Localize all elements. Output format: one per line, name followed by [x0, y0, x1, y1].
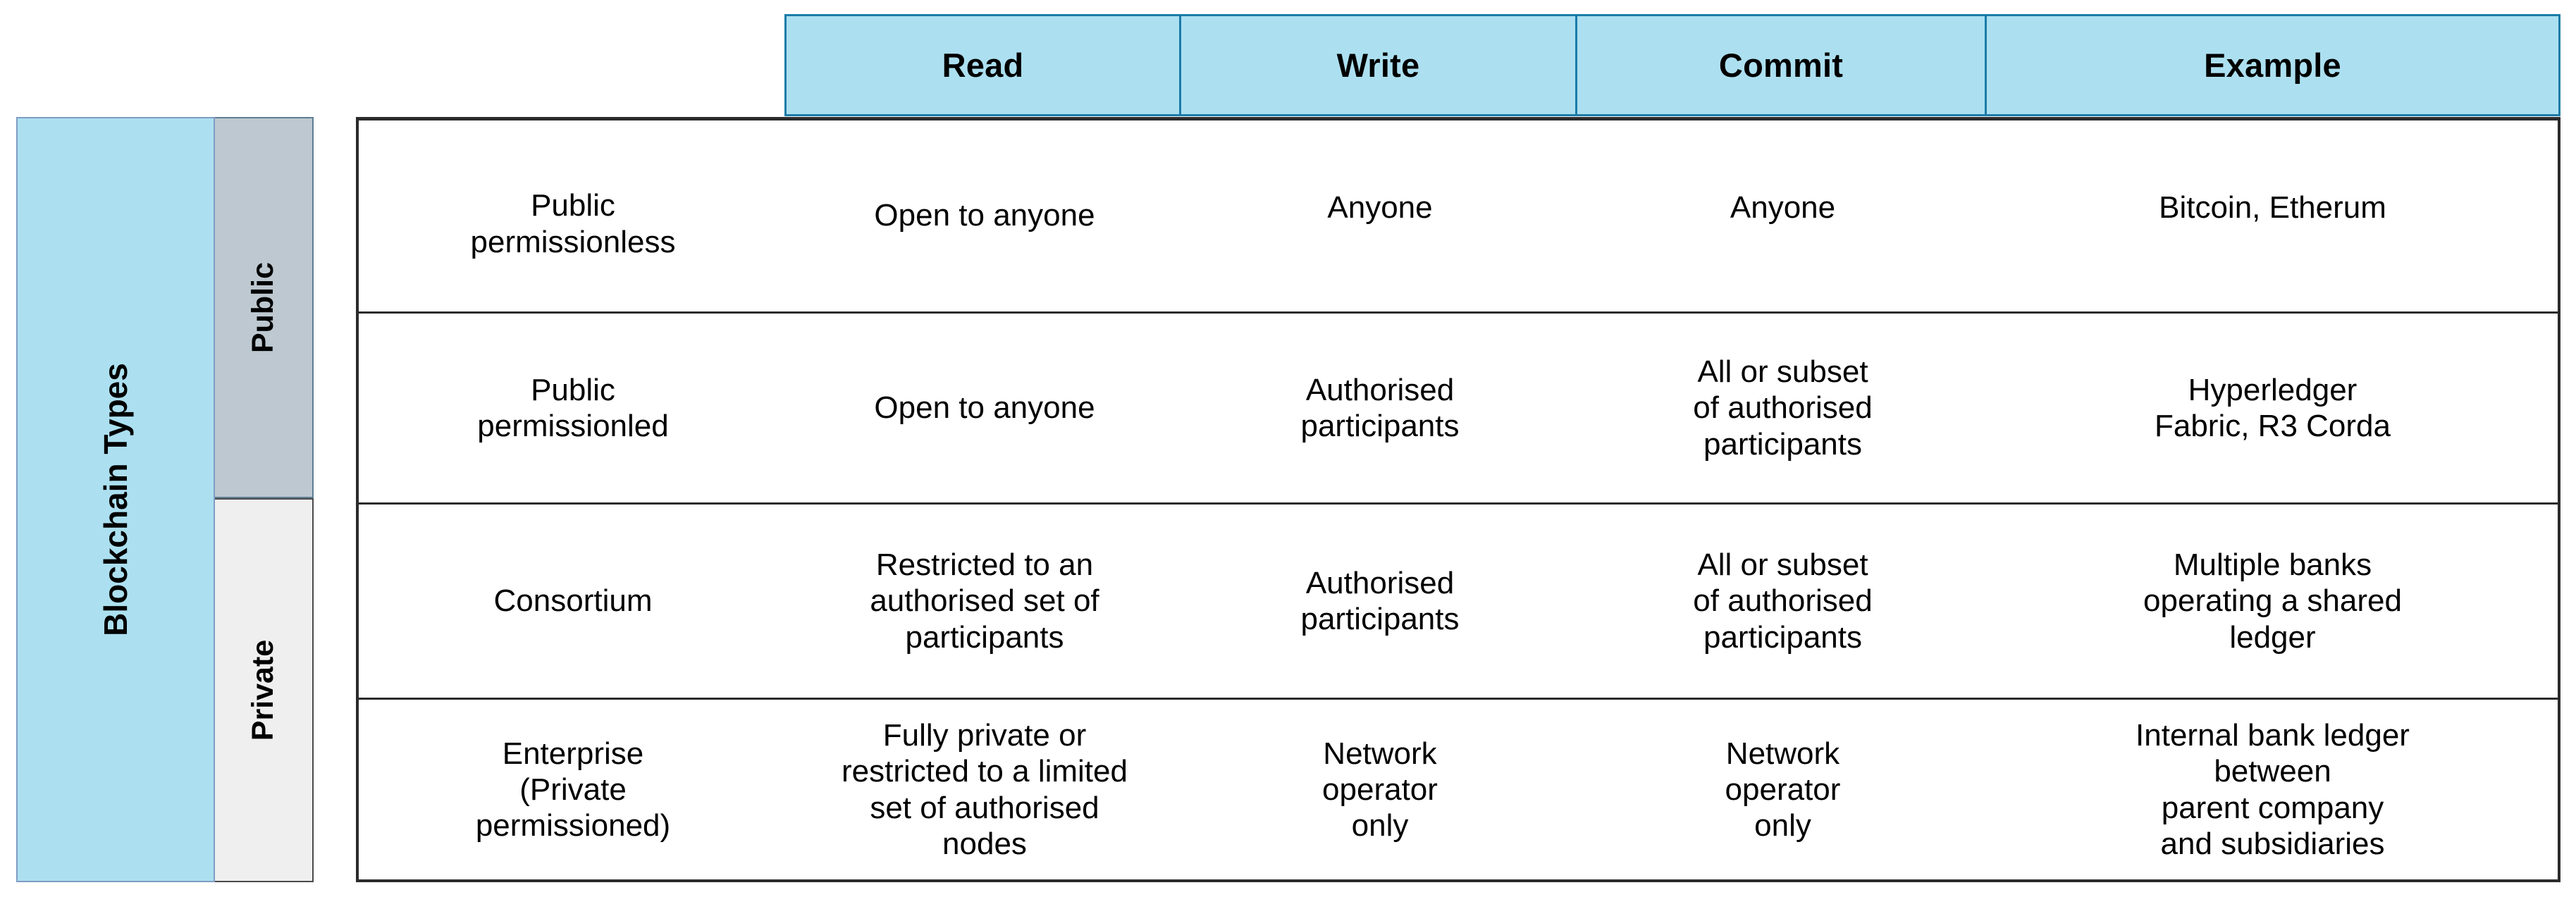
- column-header-example: Example: [1987, 16, 2558, 114]
- group-label-public: Public: [246, 261, 281, 354]
- column-header-commit: Commit: [1577, 16, 1987, 114]
- table-header-row: Read Write Commit Example: [784, 14, 2560, 116]
- blockchain-types-label: Blockchain Types: [97, 363, 135, 636]
- blockchain-types-panel: Blockchain Types: [16, 117, 215, 882]
- group-band-private: Private: [215, 498, 314, 882]
- column-header-read: Read: [787, 16, 1181, 114]
- cell-read: Open to anyone: [874, 197, 1095, 233]
- group-label-private: Private: [246, 639, 281, 741]
- column-header-write: Write: [1181, 16, 1577, 114]
- cell-type: Consortium: [493, 583, 653, 619]
- group-band-public: Public: [215, 117, 314, 498]
- cell-commit: Anyone: [1730, 190, 1836, 225]
- cell-read: Open to anyone: [874, 390, 1095, 426]
- cell-example: Bitcoin, Etherum: [2159, 190, 2386, 225]
- cell-write: Anyone: [1327, 190, 1433, 225]
